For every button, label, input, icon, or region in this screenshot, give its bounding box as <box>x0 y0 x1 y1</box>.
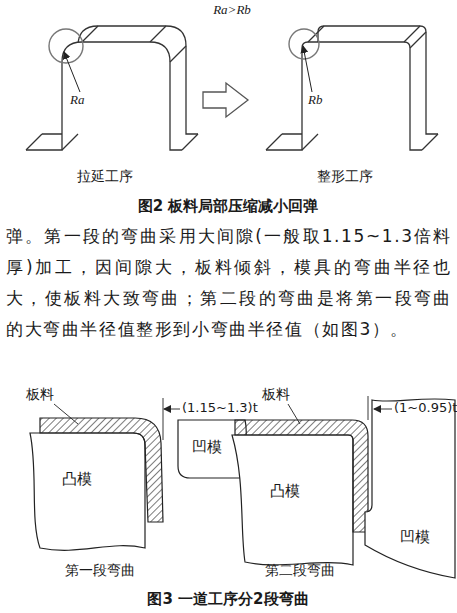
process-name: 拉延工序 <box>77 168 133 185</box>
detail-circle <box>289 29 319 59</box>
hat-depth-line <box>170 46 186 62</box>
dimension-arrow <box>374 409 392 410</box>
hat-depth-line <box>182 134 198 150</box>
hat-depth-line <box>302 134 318 150</box>
dimension-line <box>368 396 369 420</box>
hat-depth-line <box>266 134 282 150</box>
process-arrow <box>203 83 248 117</box>
hat-depth-line <box>62 134 78 150</box>
die <box>365 399 455 578</box>
punch <box>30 433 145 550</box>
part-name: 凸模 <box>62 470 92 488</box>
body-text: 弹。第一段的弯曲采用大间隙(一般取1.15~1.3倍料厚)加工，因间隙大，板料倾… <box>6 221 452 345</box>
radius-label: Rb <box>308 92 322 108</box>
stage-caption: 第二段弯曲 <box>265 562 335 579</box>
hat-front-edge <box>26 42 182 150</box>
figure-caption: 图2 板料局部压缩减小回弹 <box>138 197 319 215</box>
part-name: 板料 <box>26 386 54 403</box>
figure-caption: 图3 一道工序分2段弯曲 <box>147 590 308 608</box>
hat-front-edge <box>266 42 422 150</box>
part-name: 凹模 <box>192 438 222 456</box>
dimension-label: (1~0.95)t <box>394 400 457 416</box>
sheet-metal <box>235 420 368 532</box>
dimension-label: (1.15~1.3)t <box>182 400 258 416</box>
part-name: 凸模 <box>270 482 300 500</box>
hat-depth-line <box>150 26 166 42</box>
part-name: 板料 <box>262 386 290 403</box>
ratio-label: Ra>Rb <box>213 2 251 18</box>
leader-line <box>54 404 78 424</box>
hat-part-small-radius <box>266 26 438 150</box>
dimension-arrow <box>164 409 180 410</box>
punch <box>232 435 353 565</box>
stage-caption: 第一段弯曲 <box>65 562 135 579</box>
radius-arrow <box>303 46 312 92</box>
process-name: 整形工序 <box>317 168 373 185</box>
hat-part-large-radius <box>26 26 198 150</box>
radius-arrow <box>64 52 80 92</box>
part-name: 凹模 <box>400 528 430 546</box>
hat-depth-line <box>410 32 426 48</box>
dimension-line <box>163 398 164 440</box>
hat-depth-line <box>422 134 438 150</box>
hat-depth-line <box>26 134 42 150</box>
radius-label: Ra <box>70 92 84 108</box>
sheet-metal <box>40 418 163 522</box>
hat-depth-line <box>82 26 98 42</box>
leader-line <box>288 404 300 424</box>
